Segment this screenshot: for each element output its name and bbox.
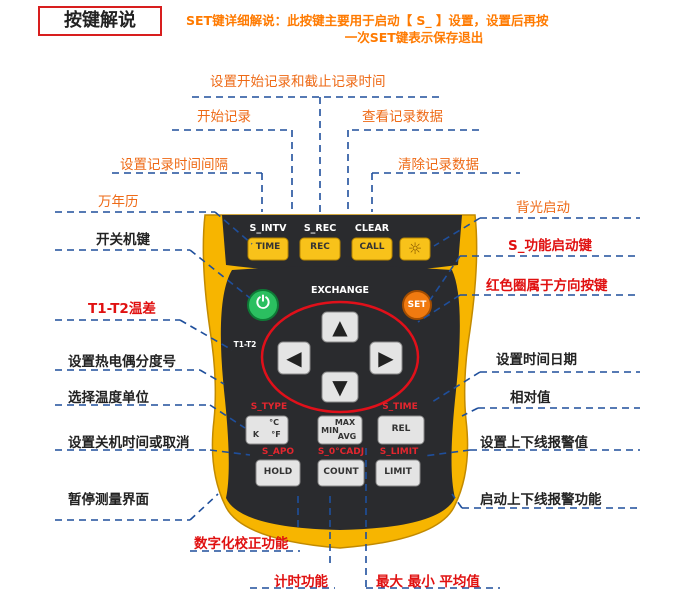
rel-key-shape [377, 415, 425, 445]
label-start-stop-time: 设置开始记录和截止记录时间 [210, 74, 386, 90]
count-key[interactable]: COUNT [323, 467, 359, 477]
rel-key[interactable]: REL [391, 424, 411, 434]
label-auto-off: 设置关机时间或取消 [68, 435, 190, 451]
time-key[interactable]: TIME [255, 242, 281, 252]
label-calibration: 数字化校正功能 [194, 536, 289, 552]
label-start-record: 开始记录 [197, 109, 251, 125]
set-key[interactable]: SET [407, 300, 427, 310]
s-apo-label: S_APO [261, 447, 295, 457]
unit-key-shape [245, 415, 289, 445]
label-datetime: 设置时间日期 [496, 352, 577, 368]
unit-c: °C [269, 418, 279, 427]
label-calendar: 万年历 [98, 194, 139, 210]
s-type-label: S_TYPE [250, 402, 288, 412]
time-key-shape [247, 237, 289, 261]
label-hold: 暂停测量界面 [68, 492, 149, 508]
mma-key-shape [317, 415, 363, 445]
label-backlight: 背光启动 [516, 200, 570, 216]
hold-key-shape [255, 459, 301, 487]
label-view-data: 查看记录数据 [362, 109, 443, 125]
arrow-ring [260, 300, 420, 414]
label-s-function: S_功能启动键 [508, 238, 592, 254]
arrow-up-key[interactable]: ▲ [332, 315, 348, 339]
min-label: MIN [321, 426, 339, 435]
label-t1t2: T1-T2温差 [88, 301, 156, 317]
label-alarm-start: 启动上下线报警功能 [480, 492, 602, 508]
unit-k: K [252, 430, 260, 439]
limit-key[interactable]: LIMIT [384, 467, 412, 477]
label-set-interval: 设置记录时间间隔 [120, 157, 228, 173]
power-key-shape [247, 289, 279, 321]
rec-key-sub: S_REC [303, 223, 337, 234]
backlight-icon[interactable]: ☼ [407, 239, 423, 258]
s-0c-adj-label: S_0°CADJ [317, 447, 365, 457]
arrow-left-key[interactable]: ◀ [286, 346, 302, 370]
arrow-right-key[interactable]: ▶ [378, 346, 394, 370]
label-clear-data: 清除记录数据 [398, 157, 479, 173]
set-note-line2: 一次SET键表示保存退出 [344, 30, 484, 45]
label-power-key: 开关机键 [96, 232, 150, 248]
hold-key[interactable]: HOLD [263, 467, 293, 477]
set-key-note: SET键详细解说：此按键主要用于启动【 S_ 】设置，设置后再按 一次SET键表… [186, 12, 656, 46]
arrow-down-shape [321, 371, 359, 403]
label-alarm-set: 设置上下线报警值 [480, 435, 588, 451]
call-key[interactable]: CALL [359, 242, 385, 252]
light-key-shape [399, 237, 431, 261]
set-key-shape [402, 290, 432, 320]
label-max-min-avg: 最大 最小 平均值 [376, 574, 480, 590]
arrow-right-shape [369, 341, 403, 375]
avg-label: AVG [337, 432, 357, 441]
label-thermocouple: 设置热电偶分度号 [68, 354, 176, 370]
set-note-line1: SET键详细解说：此按键主要用于启动【 S_ 】设置，设置后再按 [186, 13, 549, 28]
unit-f: °F [271, 430, 281, 439]
label-timer: 计时功能 [274, 574, 328, 590]
time-key-sub: S_INTV [249, 223, 287, 234]
rec-key-shape [299, 237, 341, 261]
t1t2-label: T1-T2 [233, 340, 257, 349]
s-time-label: S_TIME [382, 402, 418, 412]
call-key-shape [351, 237, 393, 261]
page-title: 按键解说 [38, 6, 162, 36]
rec-key[interactable]: REC [310, 242, 330, 252]
label-relative: 相对值 [510, 390, 551, 406]
count-key-shape [317, 459, 365, 487]
arrow-up-shape [321, 311, 359, 343]
arrow-left-shape [277, 341, 311, 375]
limit-key-shape [375, 459, 421, 487]
max-label: MAX [334, 418, 356, 427]
exchange-label: EXCHANGE [311, 285, 369, 296]
call-key-sub: CLEAR [354, 223, 390, 234]
arrow-down-key[interactable]: ▼ [332, 375, 348, 399]
label-temp-unit: 选择温度单位 [68, 390, 149, 406]
power-icon[interactable]: ⏻ [256, 293, 270, 313]
leader-lines [55, 96, 640, 589]
label-arrow-keys: 红色圈属于方向按键 [486, 278, 608, 294]
s-limit-label: S_LIMIT [379, 447, 419, 457]
